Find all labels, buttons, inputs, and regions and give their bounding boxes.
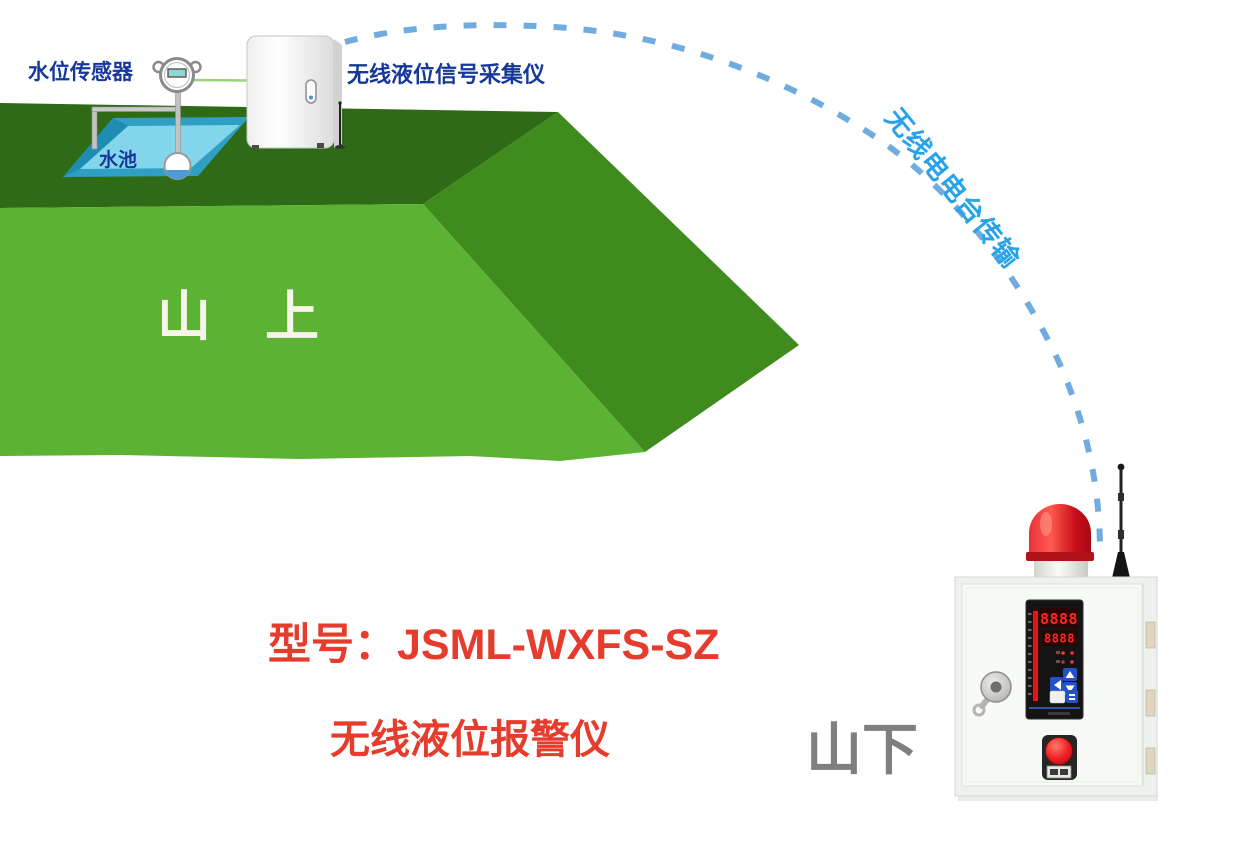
box-shadow (958, 795, 1158, 801)
downhill-label: 山下 (806, 718, 918, 781)
display-window-2 (1042, 630, 1077, 646)
lock-keyhole (990, 681, 1002, 693)
panel-display-row1: 8888 (1040, 610, 1078, 628)
alarm-beacon-icon (1026, 504, 1094, 580)
collector-label: 无线液位信号采集仪 (347, 62, 546, 87)
display-panel: 8888 8888 (1025, 599, 1084, 720)
hinge-bottom (1145, 747, 1156, 775)
uphill-label: 山 上 (157, 287, 319, 347)
mountain-front-face (0, 204, 645, 461)
sensor-cable (193, 78, 250, 82)
gauge-screen (167, 68, 187, 78)
cabinet-side-antenna-base (335, 145, 345, 149)
mountain-slope-face (423, 112, 799, 452)
hinge-middle (1145, 689, 1156, 717)
water-pool (63, 117, 249, 177)
panel-brand-mark (1048, 712, 1070, 715)
cabinet-foot-left (252, 145, 259, 149)
model-label: 型号：JSML-WXFS-SZ (268, 621, 720, 669)
pool-water (80, 125, 240, 169)
led-1 (1061, 651, 1065, 655)
led-3 (1061, 660, 1065, 664)
led-2 (1070, 651, 1074, 655)
antenna-joint-upper (1118, 493, 1124, 501)
button-label-glyph2 (1060, 769, 1068, 775)
sensor-stand-post (91, 106, 98, 150)
bargraph-ticks (1028, 613, 1032, 695)
led-label-2 (1056, 660, 1060, 663)
down-arrow-icon (1065, 685, 1075, 693)
pool-label: 水池 (99, 150, 138, 171)
panel-display-row2: 8888 (1044, 632, 1075, 646)
signal-collector-cabinet (246, 35, 345, 149)
beacon-base-cylinder (1034, 559, 1088, 580)
hinge-top (1145, 621, 1156, 649)
box-door-inner-line (965, 587, 1139, 783)
alarm-control-box: 8888 8888 (954, 576, 1158, 801)
led-label-1 (1056, 651, 1060, 654)
bargraph-red (1033, 611, 1038, 701)
float-ball-water (165, 170, 190, 180)
cabinet-foot-right (317, 143, 324, 148)
cabinet-body (246, 35, 335, 149)
product-label: 无线液位报警仪 (330, 718, 610, 762)
set-button-glyph2 (1069, 698, 1075, 700)
cabinet-side-antenna-tip (338, 101, 342, 105)
radio-dash-arc (344, 22, 1103, 546)
blank-button (1049, 690, 1066, 704)
sensor-label: 水位传感器 (28, 61, 133, 84)
antenna-icon (1112, 463, 1130, 578)
display-window-1 (1040, 608, 1078, 628)
beacon-highlight (1040, 512, 1052, 536)
beacon-dome (1029, 504, 1091, 556)
cabinet-handle (305, 79, 317, 104)
set-button-glyph (1069, 694, 1075, 696)
antenna-cone-base (1112, 552, 1130, 578)
antenna-rod (1119, 469, 1123, 557)
up-arrow-icon (1065, 671, 1075, 678)
alarm-button (1042, 735, 1077, 780)
sensor-stand-arm (91, 106, 180, 112)
cabinet-handle-dot (309, 95, 313, 100)
water-level-sensor (91, 57, 250, 180)
antenna-tip (1117, 463, 1125, 471)
set-button (1066, 690, 1078, 703)
left-arrow-icon (1054, 680, 1061, 690)
button-red-cap (1045, 737, 1073, 765)
gauge-inner-ring (164, 62, 190, 88)
beacon-flange (1026, 552, 1094, 561)
sensor-rod (175, 89, 181, 155)
key-bow (972, 703, 986, 717)
antenna-joint-lower (1118, 530, 1124, 539)
button-label-glyph1 (1050, 769, 1058, 775)
key-lock-icon (972, 671, 1012, 717)
led-4 (1070, 660, 1074, 664)
